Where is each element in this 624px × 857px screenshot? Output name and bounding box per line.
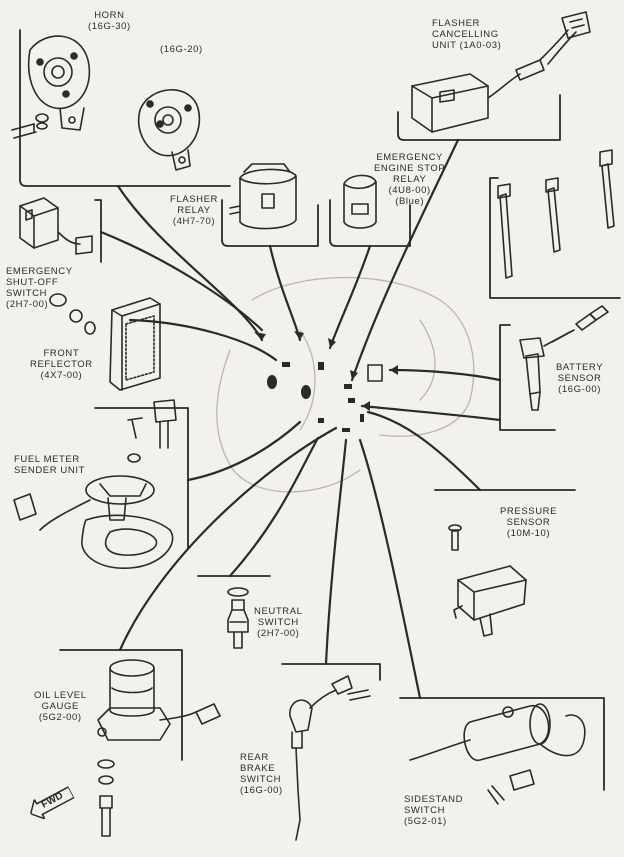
ess-code: (2H7-00) [6,299,49,310]
horn-name: HORN [94,10,125,21]
cable-straps-illustration [497,149,615,279]
bs-code: (16G-00) [558,384,601,395]
olg-code: (5G2-00) [38,712,82,723]
fr-line1: FLASHER [170,194,219,205]
ess-line1: EMERGENCY [6,266,73,277]
refl-line1: FRONT [43,348,80,359]
label-flasher-cancelling-unit: FLASHER CANCELLING UNIT (1A0-03) [432,18,501,51]
oil-level-gauge-illustration [97,659,221,837]
front-reflector-illustration [109,297,161,391]
stop-relay-socket [367,364,383,382]
bracket-brake [281,663,381,681]
bs-line2: SENSOR [557,373,602,384]
horn-alt-code: (16G-20) [160,44,203,55]
flasher-cancelling-unit-illustration [411,11,591,133]
engine-stop-relay-illustration [343,174,377,229]
label-horn-16g20: (16G-20) [160,44,203,55]
label-battery-sensor: BATTERY SENSOR (16G-00) [556,362,603,395]
bracket-emergency-switch [94,199,102,263]
horn-16g20-illustration [138,89,201,171]
fcu-line1: FLASHER [432,18,481,29]
pressure-sensor-illustration [448,524,527,637]
label-fuel-meter-sender-unit: FUEL METER SENDER UNIT [14,454,85,476]
label-neutral-switch: NEUTRAL SWITCH (2H7-00) [254,606,303,639]
label-sidestand-switch: SIDESTAND SWITCH (5G2-01) [404,794,463,827]
refl-code: (4X7-00) [40,370,83,381]
emergency-shutoff-switch-illustration [19,197,96,335]
neutral-switch-illustration [227,587,249,649]
fuel-meter-sender-illustration [13,399,177,569]
bracket-strap [489,177,621,299]
horn-code: (16G-30) [88,21,131,32]
bracket-flasher-cancel [397,94,561,141]
ess-line2: SHUT-OFF [6,277,59,288]
horn-16g30-illustration [11,35,91,139]
fcu-line3: UNIT (1A0-03) [432,40,502,51]
fr-line2: RELAY [177,205,211,216]
rbs-line1: REAR [240,752,269,763]
bracket-flasher-relay [221,199,319,247]
olg-line1: OIL LEVEL [34,690,87,701]
connector-marks [267,362,364,432]
refl-line2: REFLECTOR [30,359,93,370]
label-emergency-engine-stop-relay: EMERGENCY ENGINE STOP RELAY (4U8-00) (Bl… [374,152,445,207]
bracket-battery-sensor [499,324,556,431]
rear-brake-switch-illustration [289,675,371,841]
label-front-reflector: FRONT REFLECTOR (4X7-00) [30,348,93,381]
eesr-line3: RELAY [392,174,427,185]
label-horn-16g30: HORN (16G-30) [88,10,131,32]
ss-line2: SWITCH [404,805,446,816]
label-flasher-relay: FLASHER RELAY (4H7-70) [170,194,218,227]
eesr-line2: ENGINE STOP [374,163,446,174]
ss-line1: SIDESTAND [404,794,464,805]
olg-line2: GAUGE [41,701,79,712]
group-brackets [19,29,621,791]
frame-ghost-outline [216,276,475,493]
eesr-variant: (Blue) [395,196,425,207]
leader-lines [99,138,502,700]
sidestand-switch-illustration [409,703,586,805]
ps-line1: PRESSURE [500,506,558,517]
battery-sensor-illustration [519,305,609,411]
fr-code: (4H7-70) [172,216,216,227]
rbs-line2: BRAKE [240,763,276,774]
bracket-oil-level [59,649,183,761]
forward-direction-arrow: FWD [26,782,77,823]
label-pressure-sensor: PRESSURE SENSOR (10M-10) [500,506,557,539]
ns-code: (2H7-00) [257,628,300,639]
bracket-fuel-meter [94,407,189,549]
fm-line2: SENDER UNIT [14,465,85,476]
ns-line1: NEUTRAL [254,606,303,617]
leader-arrowheads [254,331,398,411]
rbs-code: (16G-00) [240,785,283,796]
ps-line2: SENSOR [506,517,551,528]
label-emergency-shutoff-switch: EMERGENCY SHUT-OFF SWITCH (2H7-00) [6,266,73,310]
bracket-horn [19,29,231,187]
eesr-code: (4U8-00) [388,185,431,196]
ns-line2: SWITCH [257,617,299,628]
fcu-line2: CANCELLING [432,29,499,40]
flasher-relay-illustration [229,163,297,230]
ps-code: (10M-10) [506,528,551,539]
ss-code: (5G2-01) [404,816,447,827]
rbs-line3: SWITCH [240,774,282,785]
bs-line1: BATTERY [556,362,604,373]
label-oil-level-gauge: OIL LEVEL GAUGE (5G2-00) [34,690,87,723]
bracket-stop-relay [329,199,411,247]
label-rear-brake-switch: REAR BRAKE SWITCH (16G-00) [240,752,283,796]
bracket-sidestand [399,697,605,791]
eesr-line1: EMERGENCY [376,152,443,163]
fm-line1: FUEL METER [14,454,80,465]
fwd-arrow-icon [29,785,76,821]
ess-line3: SWITCH [6,288,48,299]
